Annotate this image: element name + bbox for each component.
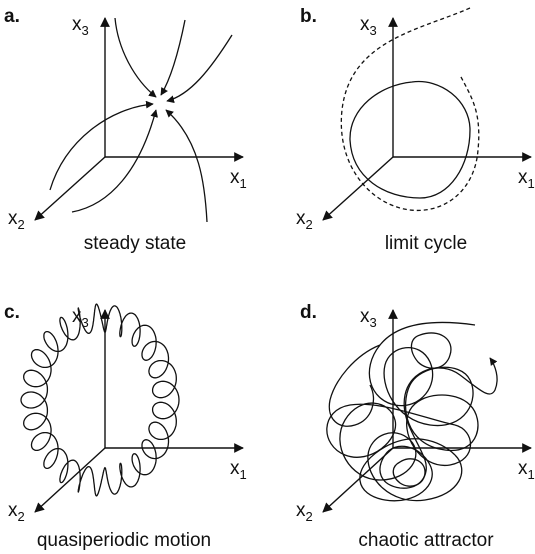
panel-a-x1-label: x1 [230, 167, 247, 191]
panel-b-letter: b. [300, 6, 317, 27]
panel-b-limit-cycle [350, 82, 470, 198]
panel-a: a. x3 x1 x2 steady state [4, 6, 247, 254]
panel-d-letter: d. [300, 302, 317, 323]
panel-d-x2-label: x2 [296, 500, 313, 524]
panel-a-trajectory [161, 20, 185, 95]
panel-b-x1-label: x1 [518, 167, 535, 191]
panel-b: b. x3 x1 x2 limit cycle [296, 6, 535, 254]
panel-d-axes [323, 310, 531, 512]
panel-a-trajectory [72, 110, 156, 212]
panel-b-x2-label: x2 [296, 208, 313, 232]
panel-b-dashed-trajectory [341, 8, 478, 210]
panel-a-x2-label: x2 [8, 208, 25, 232]
panel-d: d. x3 x1 x2 chaotic attractor [296, 302, 535, 551]
panel-a-x2-axis [35, 157, 105, 220]
panel-d-caption: chaotic attractor [358, 530, 494, 551]
panel-d-x1-label: x1 [518, 458, 535, 482]
panel-c: c. x3 x1 x2 quasiperiodic motion [4, 302, 247, 551]
panel-d-chaotic-trajectory [327, 322, 497, 500]
panel-c-letter: c. [4, 302, 20, 323]
panel-a-trajectory [166, 110, 207, 222]
panel-c-caption: quasiperiodic motion [37, 530, 211, 551]
panel-a-caption: steady state [84, 233, 186, 254]
panel-a-trajectory [50, 104, 153, 190]
panel-b-x3-label: x3 [360, 14, 377, 38]
panel-a-trajectory [115, 18, 156, 97]
panel-a-letter: a. [4, 6, 20, 27]
panel-d-x3-label: x3 [360, 306, 377, 330]
panel-b-caption: limit cycle [385, 233, 467, 254]
panel-c-x1-label: x1 [230, 458, 247, 482]
panel-c-quasiperiodic-trajectory [21, 304, 179, 496]
panel-c-x2-label: x2 [8, 500, 25, 524]
panel-a-x3-label: x3 [72, 14, 89, 38]
panel-a-trajectory [167, 35, 232, 101]
panel-a-trajectories [50, 18, 232, 222]
panel-a-axes [35, 18, 243, 220]
